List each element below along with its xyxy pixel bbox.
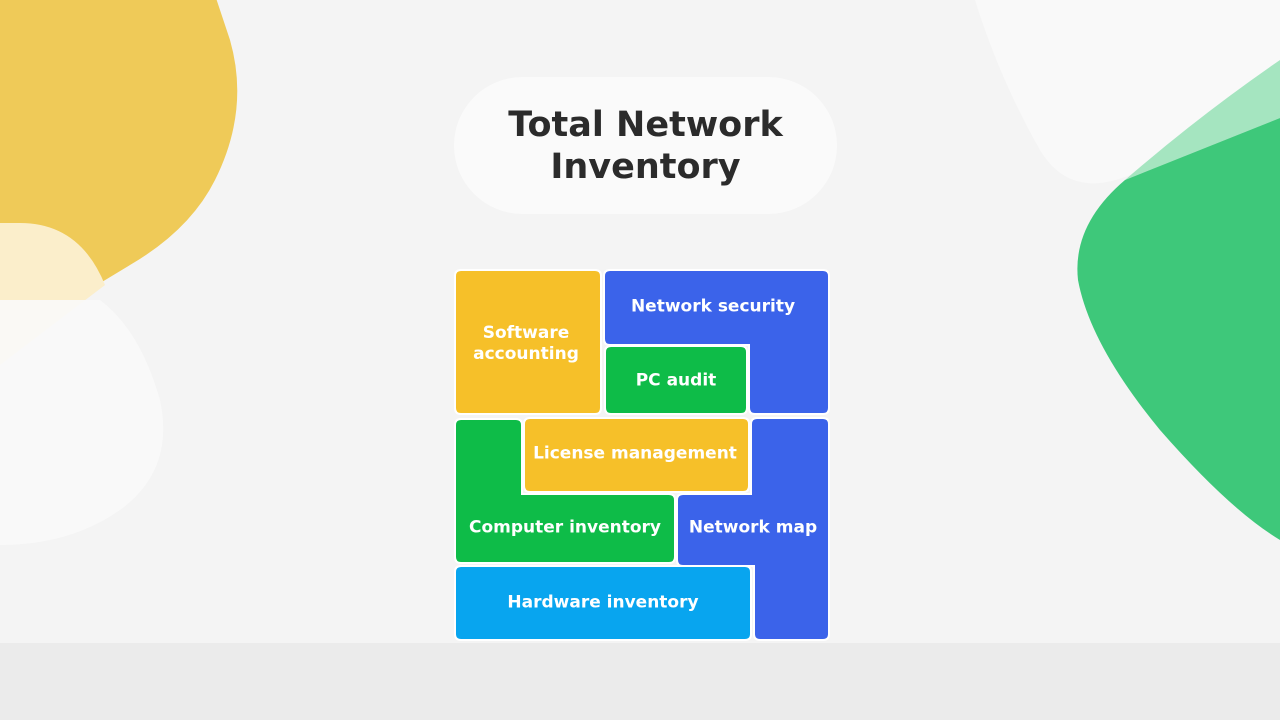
floor-band [0, 643, 1280, 720]
network-map-label: Network map [688, 517, 818, 538]
title-pill: Total Network Inventory [454, 77, 837, 214]
hardware-inventory-label: Hardware inventory [507, 592, 699, 613]
network-security-label: Network security [630, 296, 796, 317]
pc-audit-label: PC audit [635, 370, 717, 391]
light-green-decor-shape [1125, 60, 1280, 180]
diagram-title: Total Network Inventory [508, 104, 783, 187]
computer-inventory-block [454, 418, 676, 564]
network-security-block [603, 269, 830, 415]
green-decor-shape [1077, 118, 1280, 540]
software-accounting-block [454, 269, 602, 415]
software-accounting-label: Software accounting [473, 323, 579, 364]
white-decor-shape-left [0, 300, 164, 545]
license-management-block [523, 417, 750, 493]
pc-audit-block [604, 345, 748, 415]
network-map-block [676, 417, 830, 641]
license-management-label: License management [533, 443, 737, 464]
computer-inventory-label: Computer inventory [468, 517, 662, 538]
white-decor-shape-right [975, 0, 1280, 184]
hardware-inventory-block [454, 565, 752, 641]
